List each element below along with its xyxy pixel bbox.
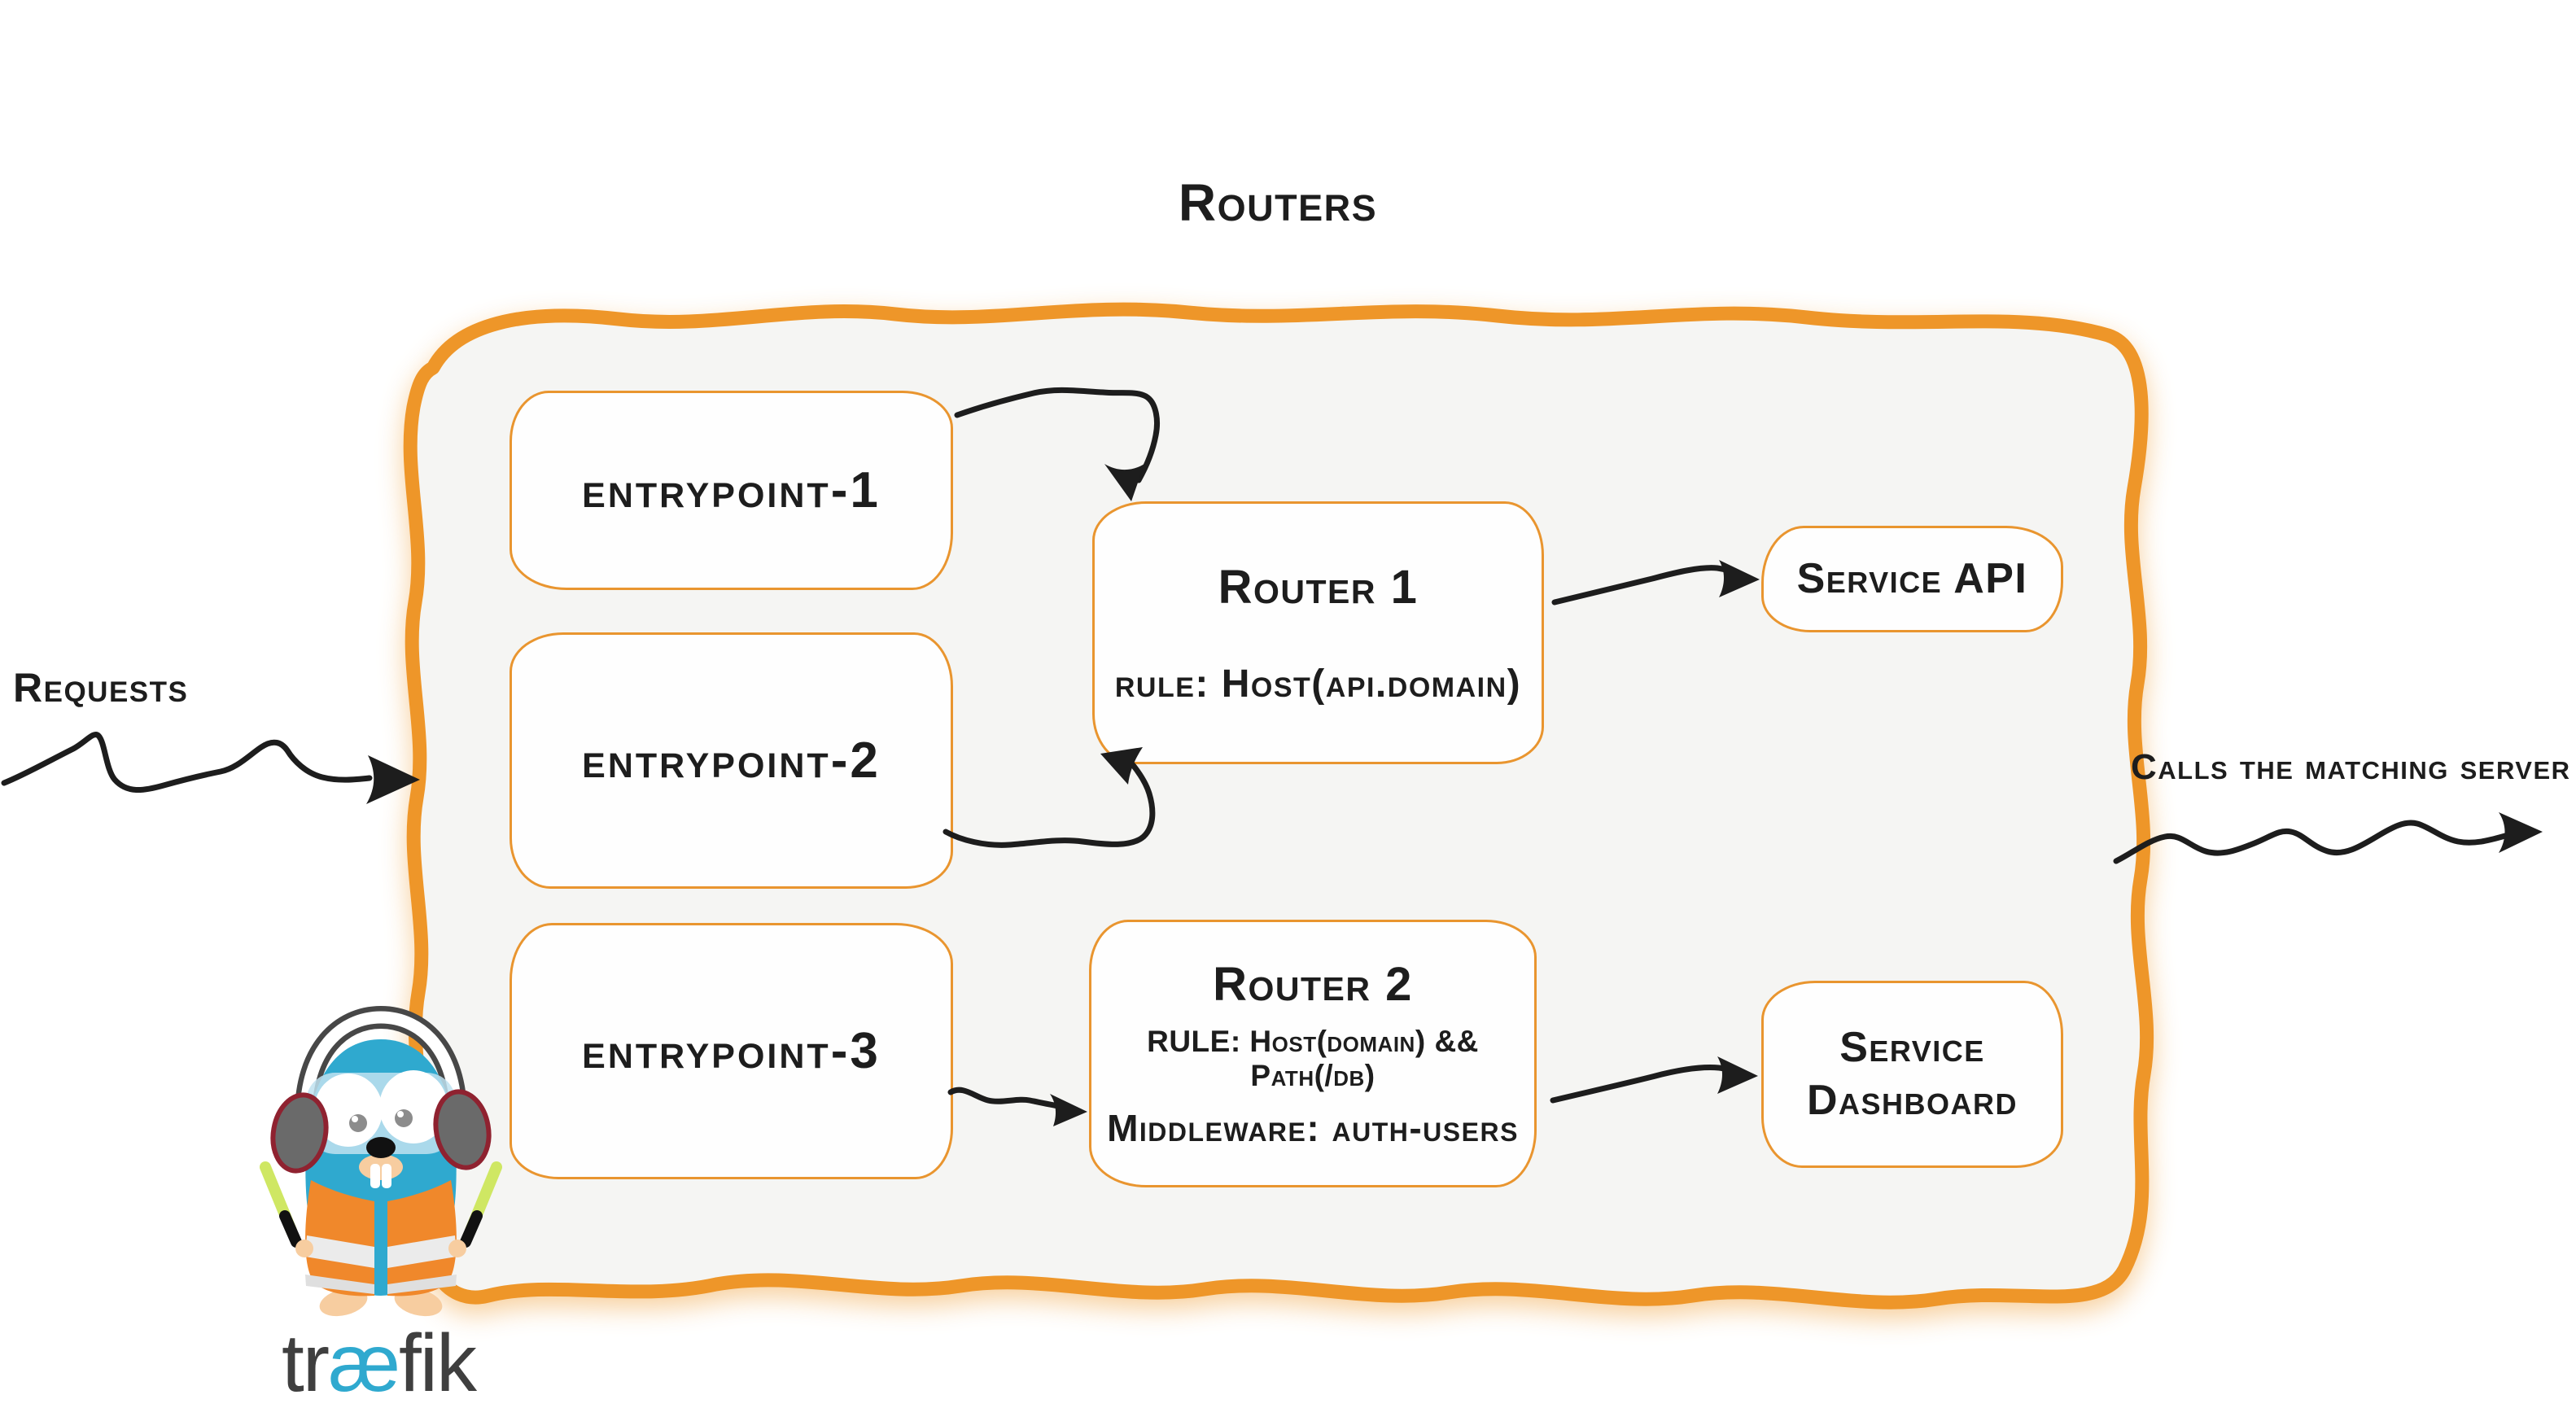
wordmark-ae: æ bbox=[328, 1318, 400, 1408]
headphones-band bbox=[300, 1011, 462, 1116]
traefik-gopher-mascot bbox=[260, 1005, 502, 1317]
vest-panel-left bbox=[305, 1180, 374, 1296]
router-2-rule: RULE: Host(domain) && Path(/db) bbox=[1147, 1025, 1479, 1092]
calls-matching-server-arrow-line bbox=[2113, 820, 2508, 864]
baton-left bbox=[260, 1161, 297, 1236]
gopher-pupil-right-highlight bbox=[397, 1111, 404, 1117]
entrypoint2-to-router1-arrow-line bbox=[942, 762, 1156, 848]
traefik-wordmark: træfik bbox=[244, 1317, 513, 1408]
entrypoint-1-label: entrypoint-1 bbox=[582, 462, 881, 518]
router2-arrowhead bbox=[1717, 1056, 1758, 1094]
headphones-band-outline bbox=[295, 1005, 467, 1116]
gopher-tooth-left bbox=[370, 1164, 380, 1188]
entrypoint3-arrowhead bbox=[1050, 1094, 1087, 1126]
service-dashboard-line1: Service bbox=[1839, 1024, 1985, 1071]
gopher-pupil-right bbox=[395, 1109, 413, 1127]
router1-arrowhead bbox=[1719, 560, 1760, 597]
page-title: Routers bbox=[1178, 173, 1378, 232]
entrypoint3-to-router2-arrow-line bbox=[947, 1087, 1066, 1110]
gopher-pupil-left bbox=[349, 1114, 367, 1132]
router-2-middleware: Middleware: auth-users bbox=[1107, 1107, 1519, 1149]
entrypoint-1-box: entrypoint-1 bbox=[510, 391, 953, 590]
requests-arrowhead bbox=[366, 755, 420, 804]
gopher-tooth-right bbox=[382, 1164, 391, 1188]
gopher-muzzle bbox=[359, 1154, 403, 1180]
entrypoint-2-box: entrypoint-2 bbox=[510, 632, 953, 889]
requests-arrow-line bbox=[1, 732, 373, 794]
gopher-pupil-left-highlight bbox=[352, 1116, 358, 1122]
gopher-foot-left bbox=[319, 1288, 368, 1317]
baton-right bbox=[465, 1161, 502, 1236]
gopher-hand-left bbox=[295, 1240, 313, 1257]
service-api-label: Service API bbox=[1796, 555, 2028, 602]
router-1-box: Router 1 rule: Host(api.domain) bbox=[1092, 501, 1544, 764]
vest-panel-right bbox=[387, 1180, 457, 1296]
wordmark-tr: tr bbox=[281, 1318, 330, 1408]
service-dashboard-line2: Dashboard bbox=[1806, 1077, 2018, 1124]
baton-right-handle bbox=[460, 1210, 483, 1248]
router-2-title: Router 2 bbox=[1213, 958, 1413, 1011]
entrypoint-3-label: entrypoint-3 bbox=[582, 1023, 881, 1079]
router-2-box: Router 2 RULE: Host(domain) && Path(/db)… bbox=[1089, 920, 1537, 1187]
gopher-nose bbox=[366, 1137, 396, 1158]
vest-stripe-left-2 bbox=[305, 1275, 374, 1294]
entrypoint-2-label: entrypoint-2 bbox=[582, 732, 881, 789]
service-dashboard-box: Service Dashboard bbox=[1761, 981, 2063, 1168]
router1-to-serviceapi-arrow-line bbox=[1551, 565, 1746, 606]
gopher-eye-right bbox=[379, 1070, 448, 1143]
headphones-earcup-left bbox=[270, 1092, 329, 1174]
entrypoint1-to-router1-arrow-line bbox=[954, 387, 1160, 483]
calls-arrowhead bbox=[2499, 812, 2543, 853]
vest-stripe-left-1 bbox=[305, 1235, 374, 1268]
gopher-eye-left bbox=[314, 1073, 383, 1147]
requests-label: Requests bbox=[13, 665, 189, 711]
gopher-goggles-band bbox=[306, 1073, 456, 1154]
entrypoint1-arrowhead bbox=[1104, 464, 1144, 501]
calls-the-matching-server-label: Calls the matching server bbox=[2131, 747, 2571, 787]
router-1-rule: rule: Host(api.domain) bbox=[1114, 662, 1522, 706]
router2-to-servicedashboard-arrow-line bbox=[1550, 1065, 1744, 1104]
vest-stripe-right-1 bbox=[387, 1235, 457, 1268]
gopher-foot-right bbox=[394, 1288, 443, 1317]
wordmark-fik: fik bbox=[399, 1318, 477, 1408]
router-1-title: Router 1 bbox=[1218, 560, 1419, 614]
gopher-hand-right bbox=[448, 1240, 466, 1257]
headphones-earcup-right bbox=[433, 1089, 492, 1170]
baton-left-handle bbox=[279, 1210, 302, 1248]
gopher-body bbox=[305, 1039, 457, 1296]
service-api-box: Service API bbox=[1761, 526, 2063, 632]
entrypoint-3-box: entrypoint-3 bbox=[510, 923, 953, 1179]
vest-stripe-right-2 bbox=[387, 1275, 457, 1294]
